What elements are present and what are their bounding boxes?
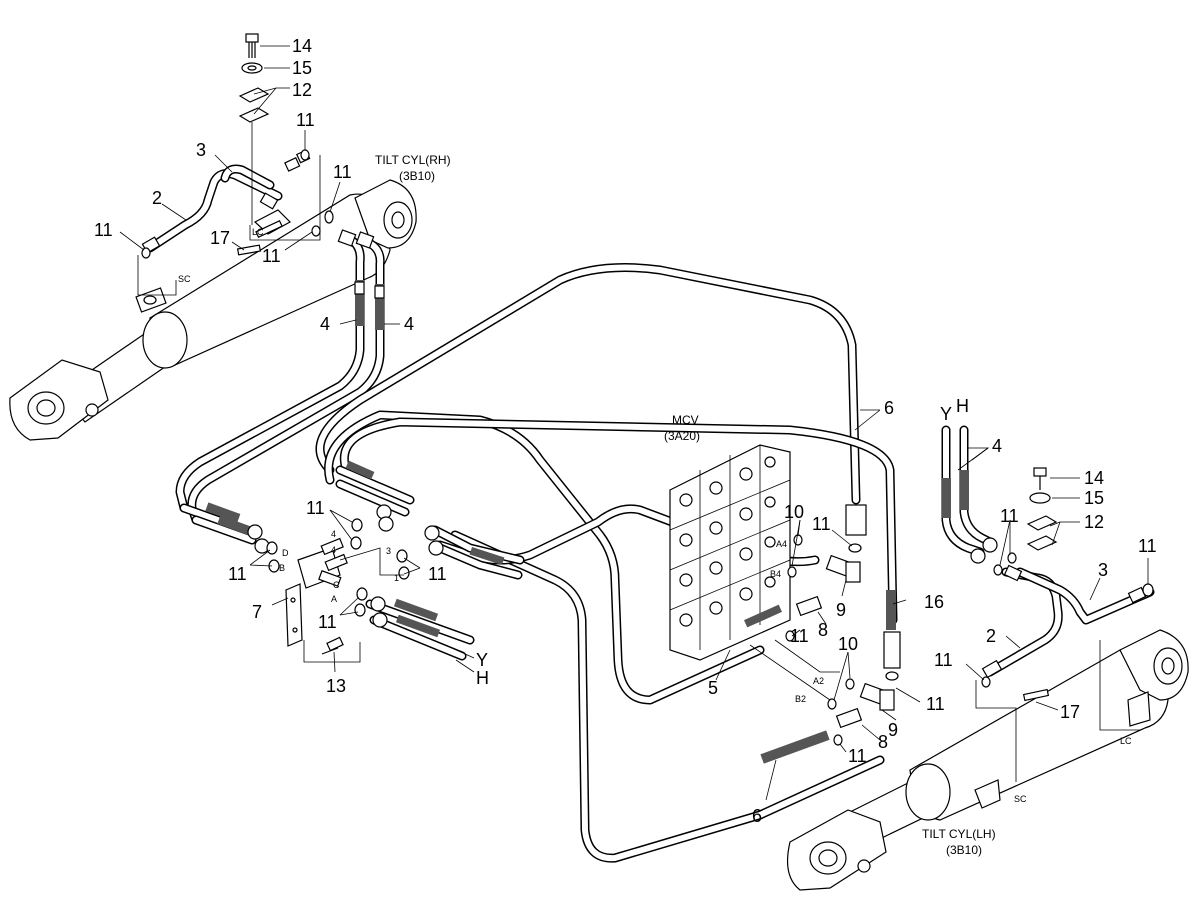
callout-7: 7 — [252, 602, 262, 622]
callout-11-rh-a: 11 — [296, 110, 315, 130]
callout-14-lh: 14 — [1084, 468, 1104, 488]
callout-2-rh: 2 — [152, 188, 162, 208]
callout-11-mcv-c: 11 — [926, 694, 945, 714]
callout-11-rh-d: 11 — [262, 246, 281, 266]
hoses-4-rh — [175, 229, 385, 554]
port-label-4-lower: 4 — [331, 545, 336, 555]
callout-11-rh-c: 11 — [94, 220, 113, 240]
callout-11-block-d: 11 — [318, 612, 337, 632]
port-label-sc-lh: SC — [1014, 794, 1027, 804]
callout-16: 16 — [924, 592, 944, 612]
callout-5: 5 — [708, 678, 718, 698]
callout-3-lh: 3 — [1098, 560, 1108, 580]
port-label-lc-rh: LC — [252, 227, 264, 237]
port-label-d: D — [282, 548, 289, 558]
mcv-hoses — [335, 460, 525, 580]
callout-10-upper: 10 — [784, 502, 804, 522]
callout-11-mcv-a: 11 — [812, 514, 831, 534]
port-label-1: 1 — [394, 573, 399, 583]
port-label-a4: A4 — [776, 539, 787, 549]
mcv-ref: (3A20) — [664, 429, 700, 443]
bracket-hardware-rh — [238, 33, 270, 225]
port-label-a2: A2 — [813, 676, 824, 686]
mcv-name: MCV — [672, 413, 699, 427]
callout-14-top: 14 — [292, 36, 312, 56]
callout-8-upper: 8 — [818, 620, 828, 640]
callout-6-top: 6 — [884, 398, 894, 418]
port-label-3: 3 — [386, 546, 391, 556]
callout-4-rh-a: 4 — [320, 314, 330, 334]
callout-11-lh-b: 11 — [1138, 536, 1157, 556]
tilt-cyl-rh-name: TILT CYL(RH) — [375, 153, 451, 167]
hose-end-y-mid: Y — [476, 650, 488, 670]
callout-6-bottom: 6 — [752, 806, 762, 826]
callout-11-lh-c: 11 — [934, 650, 953, 670]
callout-9-upper: 9 — [836, 600, 846, 620]
callout-11-lh-a: 11 — [1000, 506, 1019, 526]
mcv-block — [669, 444, 791, 661]
port-label-lc-lh: LC — [1120, 736, 1132, 746]
tilt-cyl-rh-ref: (3B10) — [399, 169, 435, 183]
callout-17-rh: 17 — [210, 228, 230, 248]
callout-12-top: 12 — [292, 80, 312, 100]
callout-2-lh: 2 — [986, 626, 996, 646]
port-label-sc-rh: SC — [178, 274, 191, 284]
mcv-fittings — [749, 534, 899, 746]
pipe-5-loop — [324, 410, 765, 705]
port-label-a: A — [331, 594, 337, 604]
callout-15-top: 15 — [292, 58, 312, 78]
callout-8-lower: 8 — [878, 732, 888, 752]
callout-17-lh: 17 — [1060, 702, 1080, 722]
hose-end-h-mid: H — [476, 668, 489, 688]
tilt-cylinder-lh — [787, 629, 1189, 891]
callout-4-lh: 4 — [992, 436, 1002, 456]
callout-11-mcv-d: 11 — [848, 746, 867, 766]
hoses-4-lh — [941, 425, 998, 564]
callout-11-block-c: 11 — [428, 564, 447, 584]
tilt-cyl-lh-name: TILT CYL(LH) — [922, 827, 996, 841]
callout-11-mcv-b: 11 — [790, 626, 809, 646]
callout-12-lh: 12 — [1084, 512, 1104, 532]
hose-end-h-right: H — [956, 396, 969, 416]
callout-3-rh: 3 — [196, 140, 206, 160]
distribution-block — [266, 518, 475, 663]
leader-lines — [119, 45, 1149, 801]
clamp-plates-rh — [137, 155, 321, 296]
tilt-cylinder-rh — [9, 179, 417, 441]
port-label-4-upper: 4 — [331, 529, 336, 539]
callout-11-block-b: 11 — [228, 564, 247, 584]
callout-15-lh: 15 — [1084, 488, 1104, 508]
port-label-b: B — [279, 563, 285, 573]
callout-11-block-a: 11 — [306, 498, 325, 518]
callout-13: 13 — [326, 676, 346, 696]
port-label-b4: B4 — [770, 569, 781, 579]
port-label-c: C — [333, 580, 340, 590]
pipe-6-loop — [315, 263, 885, 863]
port-label-b2: B2 — [795, 694, 806, 704]
tilt-cyl-lh-ref: (3B10) — [946, 843, 982, 857]
callout-9-lower: 9 — [888, 720, 898, 740]
hose-end-y-right: Y — [940, 404, 952, 424]
callout-4-rh-b: 4 — [404, 314, 414, 334]
callout-11-rh-b: 11 — [333, 162, 352, 182]
callout-10-lower: 10 — [838, 634, 858, 654]
